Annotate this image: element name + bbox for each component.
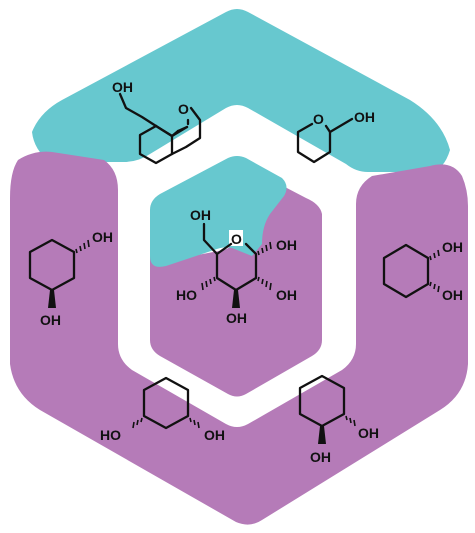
ring-oxygen-label: O	[231, 231, 242, 247]
inner-teal-segment	[150, 156, 287, 267]
hydroxyl-label: OH	[226, 310, 247, 326]
hydroxyl-label: OH	[354, 109, 375, 125]
hydroxyl-label: OH	[310, 449, 331, 465]
inner-hexagon	[150, 156, 322, 397]
ring-oxygen-label: O	[178, 101, 189, 117]
hydroxyl-label: HO	[100, 427, 121, 443]
ring-oxygen-label: O	[313, 111, 324, 127]
molecule-oxan-2-ol: O OH	[296, 109, 375, 164]
hydroxyl-label: OH	[112, 79, 133, 95]
molecule-cyclohexane-1-2-diol-right: OH OH	[382, 239, 463, 303]
hydroxyl-label: OH	[190, 207, 211, 223]
purple-right-segment	[262, 164, 468, 520]
hydroxyl-label: OH	[204, 427, 225, 443]
molecule-oxan-2-ylmethanol: O OH	[112, 79, 202, 165]
hydroxyl-label: OH	[276, 287, 297, 303]
molecule-cyclohexane-1-3-diol-left: OH OH	[28, 229, 113, 328]
teal-top-segment	[32, 9, 450, 172]
hydroxyl-label: OH	[40, 312, 61, 328]
hydroxyl-label: OH	[442, 239, 463, 255]
molecule-cyclohexane-1-2-diol-bottom: OH OH	[298, 374, 379, 465]
molecule-glucopyranose-center: O OH OH OH HO OH	[176, 207, 297, 326]
inner-purple-segment	[150, 173, 322, 397]
hydroxyl-label: OH	[358, 425, 379, 441]
hydroxyl-label: HO	[176, 287, 197, 303]
molecule-cyclohexane-1-3-diol-bottom: HO OH	[100, 376, 225, 443]
purple-left-segment	[10, 151, 262, 525]
outer-hexagon	[10, 9, 468, 525]
hydroxyl-label: OH	[92, 229, 113, 245]
hydroxyl-label: OH	[276, 237, 297, 253]
hydroxyl-label: OH	[442, 287, 463, 303]
